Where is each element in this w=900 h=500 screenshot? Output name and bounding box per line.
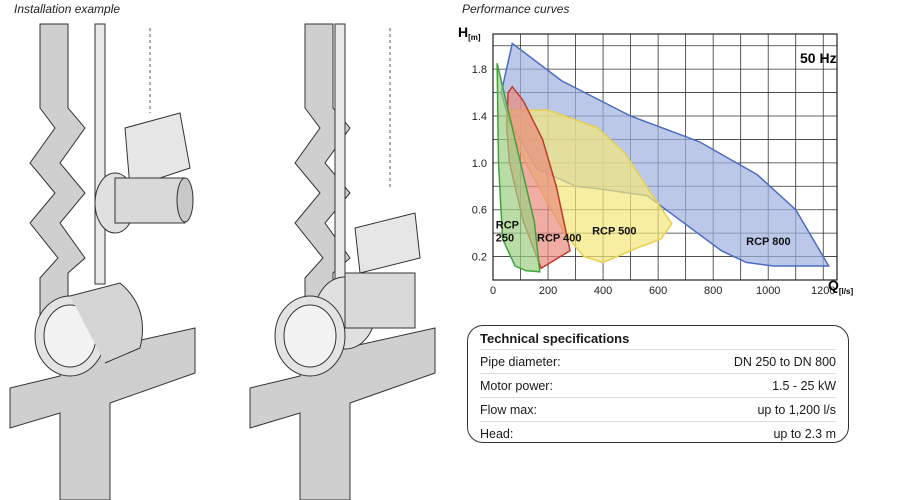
performance-chart: 0 200 400 600 800 1000 1200 0.2 0.6 1.0 1.4 1.8 RCP… [458,24,853,297]
performance-caption: Performance curves [462,2,570,16]
spec-row-flow-max: Flow max: up to 1,200 l/s [480,397,836,421]
y-axis-symbol: H[m] [458,24,481,42]
area-rcp-250 [496,63,541,273]
spec-label: Flow max: [480,402,537,417]
chart-ticks: 0 200 400 600 800 1000 1200 0.2 0.6 1.0 1.4 1.8 [472,64,836,297]
x-tick-label: 800 [704,285,722,297]
y-tick-label: 1.0 [472,158,487,170]
x-tick-label: 1000 [756,285,780,297]
spec-row-head: Head: up to 2.3 m [480,421,836,445]
series-label-rcp-400: RCP 400 [537,232,581,244]
x-tick-label: 200 [539,285,557,297]
spec-label: Pipe diameter: [480,354,561,369]
spec-value: DN 250 to DN 800 [733,354,836,369]
x-tick-label: 400 [594,285,612,297]
spec-value: 1.5 - 25 kW [772,378,836,393]
series-label-rcp-500: RCP 500 [592,225,636,237]
spec-label: Head: [480,426,514,441]
x-tick-label: 1200 [811,285,835,297]
frequency-label: 50 Hz [800,50,837,66]
chart-areas [496,42,831,273]
spec-value: up to 1,200 l/s [757,402,836,417]
plot-frame [492,33,838,281]
spec-value: up to 2.3 m [773,426,836,441]
spec-label: Motor power: [480,378,553,393]
y-tick-label: 0.6 [472,205,487,217]
x-axis-symbol: Q[l/s] [828,277,853,296]
installation-illustration [9,23,436,500]
y-tick-label: 1.8 [472,64,487,76]
y-tick-label: 1.4 [472,111,487,123]
spec-row-motor-power: Motor power: 1.5 - 25 kW [480,373,836,397]
technical-specifications: Technical specifications Pipe diameter: … [467,325,849,443]
installation-view-right [249,23,436,500]
specs-title: Technical specifications [480,331,630,346]
installation-view-left [9,23,196,500]
spec-row-pipe-diameter: Pipe diameter: DN 250 to DN 800 [480,349,836,373]
installation-caption: Installation example [14,2,121,16]
x-tick-label: 600 [649,285,667,297]
series-label-rcp-800: RCP 800 [746,236,790,248]
x-tick-label: 0 [490,285,496,297]
y-tick-label: 0.2 [472,252,487,264]
